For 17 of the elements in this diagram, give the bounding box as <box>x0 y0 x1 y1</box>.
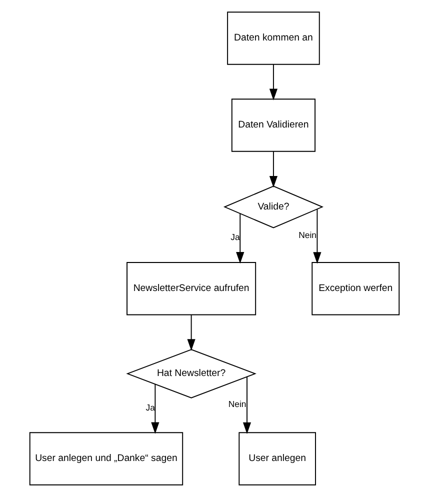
node-box: Daten Validieren <box>231 98 316 152</box>
arrow <box>187 314 196 351</box>
arrow <box>269 64 278 100</box>
arrow <box>269 151 278 188</box>
arrow <box>242 376 252 434</box>
node-diamond: Hat Newsletter? <box>126 349 256 398</box>
node-box: User anlegen <box>238 432 316 486</box>
node-box: Exception werfen <box>312 262 400 316</box>
node-diamond: Valide? <box>223 186 324 228</box>
node-box: User anlegen und „Danke“ sagen <box>29 432 184 486</box>
node-box: NewsletterService aufrufen <box>126 262 256 316</box>
edge-label: Nein <box>228 398 246 409</box>
arrow <box>313 208 322 264</box>
node-box: Daten kommen an <box>227 12 320 65</box>
edge-label: Nein <box>298 230 316 240</box>
arrow <box>151 384 160 434</box>
arrow <box>236 213 244 264</box>
